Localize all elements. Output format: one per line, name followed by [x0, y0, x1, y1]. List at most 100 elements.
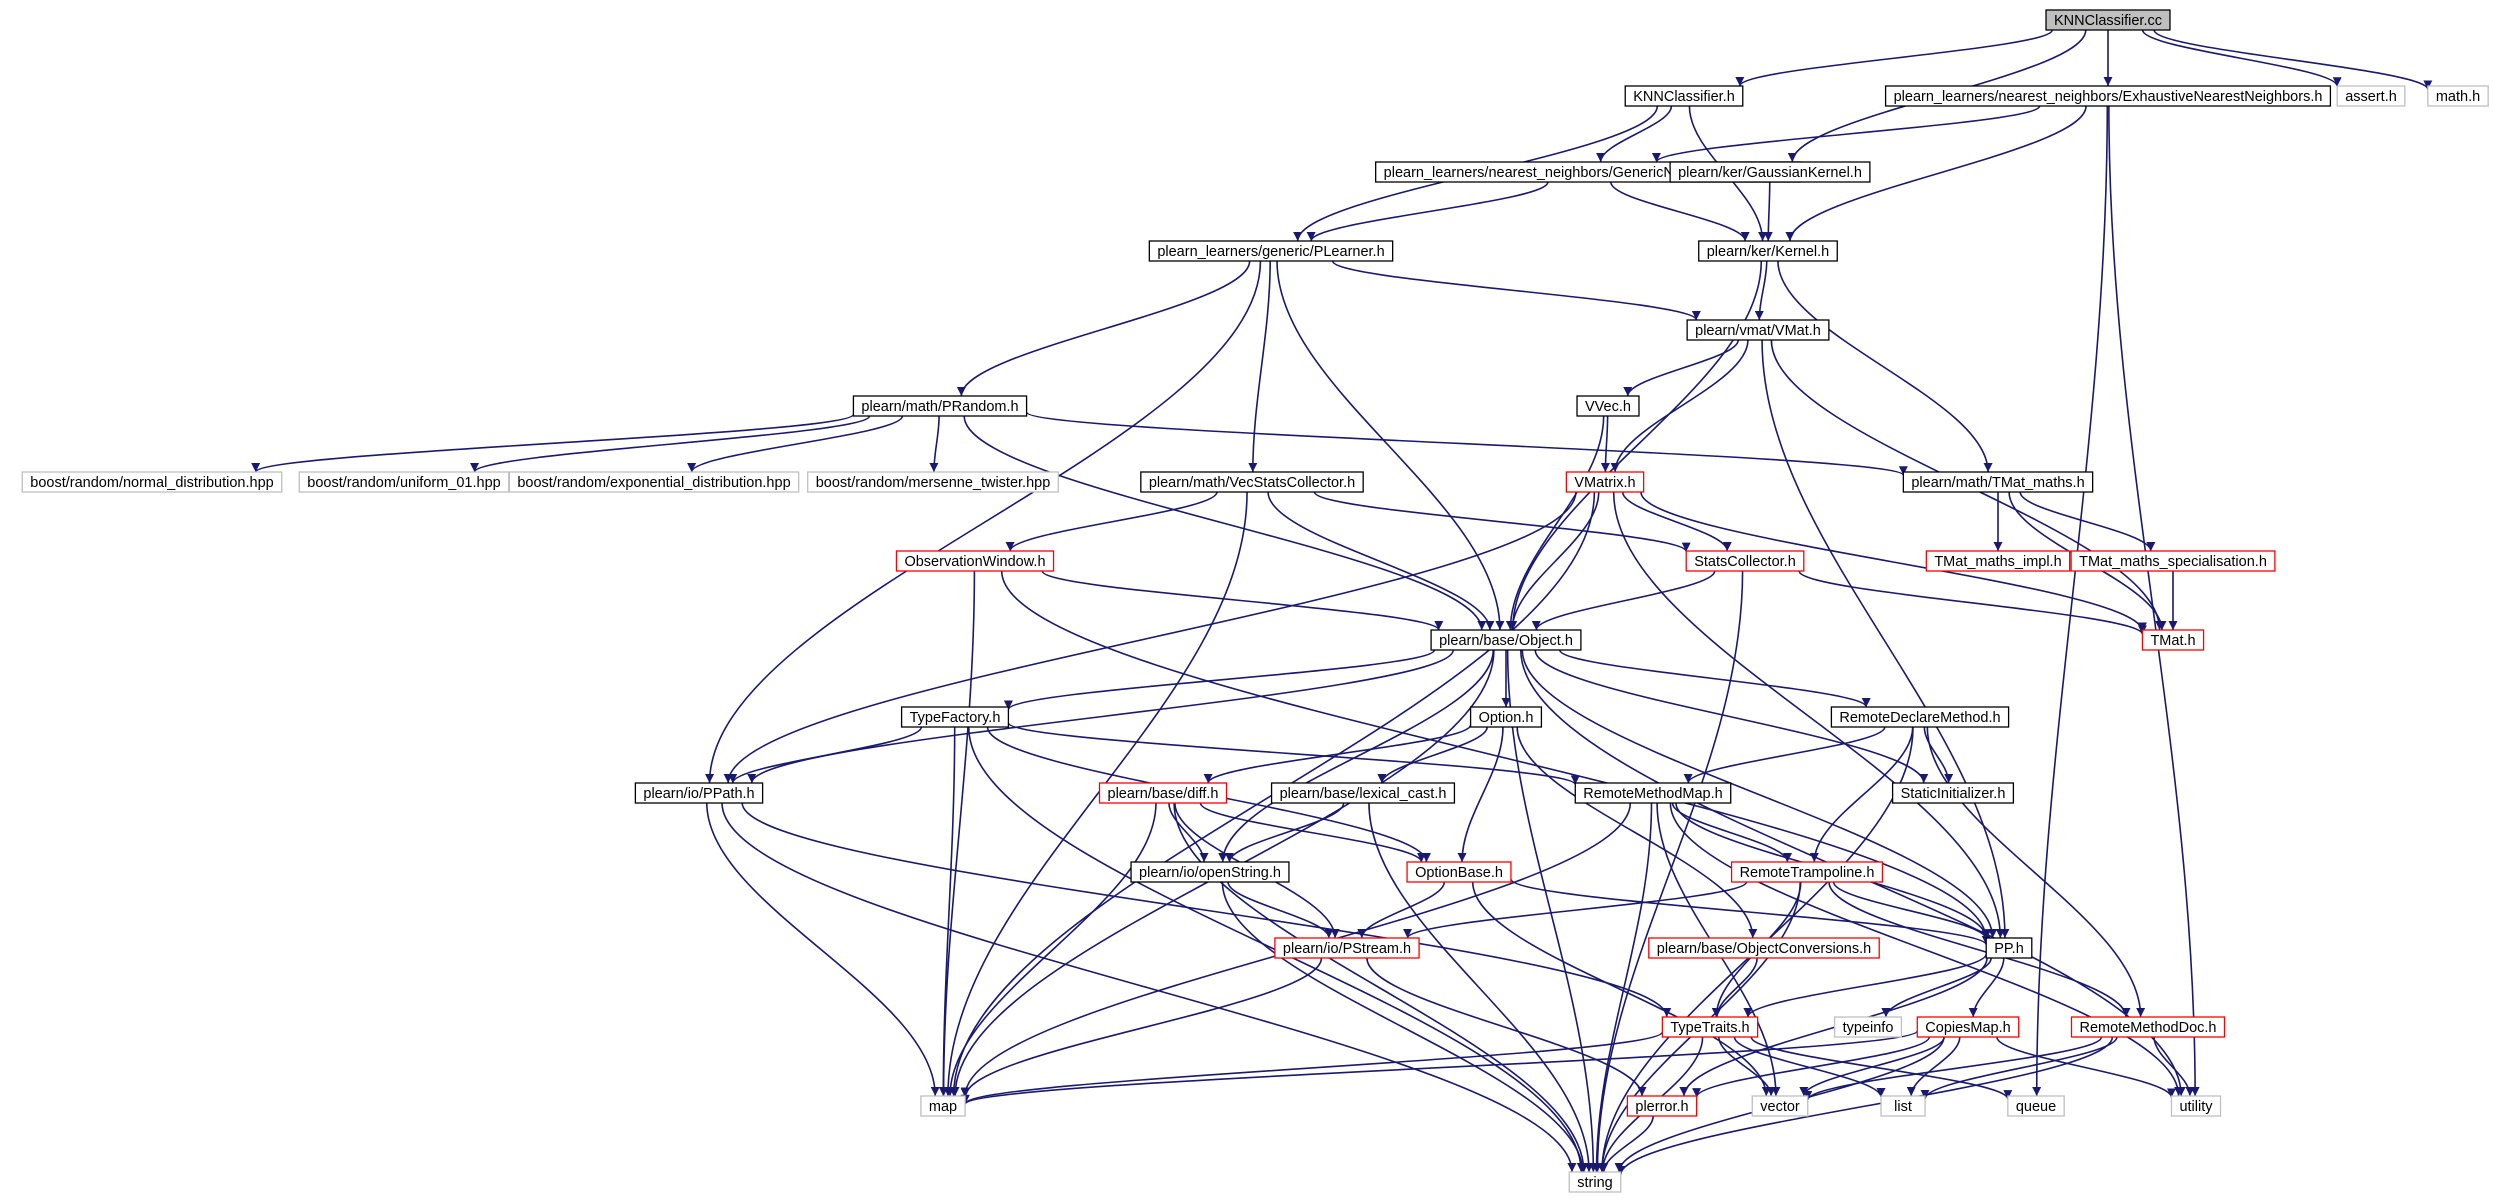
- node-box: [2141, 629, 2205, 651]
- node-pstream[interactable]: plearn/io/PStream.h: [1274, 937, 1420, 959]
- node-diff[interactable]: plearn/base/diff.h: [1098, 782, 1228, 804]
- node-ppath[interactable]: plearn/io/PPath.h: [634, 782, 764, 804]
- node-kernel[interactable]: plearn/ker/Kernel.h: [1698, 240, 1838, 262]
- node-label: queue: [2016, 1099, 2056, 1115]
- edge-object-to-ppath: [747, 649, 1455, 784]
- edge-prandom-to-object: [963, 415, 1487, 631]
- edge-optbase-to-pp: [1510, 878, 1991, 946]
- edge-vmatrix-to-tmat: [1640, 491, 2147, 632]
- node-label: TMat_maths_specialisation.h: [2079, 554, 2267, 570]
- node-label: CopiesMap.h: [1925, 1020, 2010, 1036]
- node-box: [1648, 937, 1880, 959]
- node-tmatmaths[interactable]: plearn/math/TMat_maths.h: [1902, 471, 2094, 493]
- node-box: [1661, 1016, 1759, 1038]
- node-label: ObservationWindow.h: [904, 554, 1045, 570]
- node-object[interactable]: plearn/base/Object.h: [1430, 629, 1582, 651]
- edge-prandom-to-tmatmaths: [1025, 411, 1908, 476]
- node-label: OptionBase.h: [1415, 865, 1503, 881]
- node-vvec[interactable]: VVec.h: [1576, 395, 1640, 417]
- node-lexcast[interactable]: plearn/base/lexical_cast.h: [1270, 782, 1456, 804]
- node-vector: vector: [1751, 1095, 1809, 1117]
- node-box: [1891, 782, 2015, 804]
- node-tmat[interactable]: TMat.h: [2141, 629, 2205, 651]
- node-exh[interactable]: plearn_learners/nearest_neighbors/Exhaus…: [1884, 85, 2332, 107]
- edge-remtramp-to-pstream: [1403, 881, 1748, 939]
- node-plearner[interactable]: plearn_learners/generic/PLearner.h: [1148, 240, 1394, 262]
- node-box: [1130, 861, 1290, 883]
- node-remtramp[interactable]: RemoteTrampoline.h: [1730, 861, 1884, 883]
- edge-exh-to-utility: [2108, 105, 2200, 1097]
- node-knn-h[interactable]: KNNClassifier.h: [1624, 85, 1744, 107]
- node-typetraits[interactable]: TypeTraits.h: [1661, 1016, 1759, 1038]
- node-objconv[interactable]: plearn/base/ObjectConversions.h: [1648, 937, 1880, 959]
- node-vecstats[interactable]: plearn/math/VecStatsCollector.h: [1140, 471, 1364, 493]
- node-label: TypeTraits.h: [1670, 1020, 1749, 1036]
- node-label: utility: [2179, 1099, 2213, 1115]
- edge-prandom-to-b-uniform: [470, 415, 871, 473]
- edge-ppath-to-string: [721, 802, 1577, 1173]
- node-label: plearn/vmat/VMat.h: [1695, 323, 1821, 339]
- edge-remdoc-to-vector: [1803, 1036, 2103, 1101]
- node-optbase[interactable]: OptionBase.h: [1406, 861, 1512, 883]
- node-prandom[interactable]: plearn/math/PRandom.h: [852, 395, 1028, 417]
- edge-remdecl-to-staticinit: [1923, 726, 1954, 784]
- node-obswin[interactable]: ObservationWindow.h: [895, 550, 1055, 572]
- edge-knn-cc-to-knn-h: [1735, 29, 2054, 87]
- node-vmat[interactable]: plearn/vmat/VMat.h: [1686, 319, 1830, 341]
- node-label: plearn/base/Object.h: [1439, 633, 1573, 649]
- node-remmap[interactable]: RemoteMethodMap.h: [1574, 782, 1732, 804]
- edge-optbase-to-vector: [1471, 881, 1771, 1097]
- node-label: plerror.h: [1635, 1099, 1688, 1115]
- node-tm-spec[interactable]: TMat_maths_specialisation.h: [2070, 550, 2276, 572]
- node-vmatrix[interactable]: VMatrix.h: [1565, 471, 1645, 493]
- node-label: boost/random/normal_distribution.hpp: [30, 475, 273, 491]
- edge-exh-to-gen-nn: [1652, 105, 2041, 163]
- node-plerror[interactable]: plerror.h: [1626, 1095, 1698, 1117]
- node-box: [1430, 629, 1582, 651]
- node-typefac[interactable]: TypeFactory.h: [900, 706, 1010, 728]
- node-tm-impl[interactable]: TMat_maths_impl.h: [1925, 550, 2071, 572]
- node-label: plearn_learners/nearest_neighbors/Exhaus…: [1894, 89, 2323, 105]
- edge-objconv-to-typetraits: [1712, 957, 1758, 1018]
- node-box: [1140, 471, 1364, 493]
- node-b-exp: boost/random/exponential_distribution.hp…: [508, 471, 800, 493]
- node-box: [1686, 319, 1830, 341]
- edge-typefac-to-map: [938, 726, 956, 1097]
- node-box: [1730, 861, 1884, 883]
- edge-vmat-to-pp: [1761, 339, 2010, 939]
- node-staticinit[interactable]: StaticInitializer.h: [1891, 782, 2015, 804]
- dependency-edges: [251, 29, 2433, 1175]
- node-remdoc[interactable]: RemoteMethodDoc.h: [2070, 1016, 2226, 1038]
- edge-option-to-objconv: [1516, 726, 1758, 939]
- node-option[interactable]: Option.h: [1469, 706, 1543, 728]
- node-statscol[interactable]: StatsCollector.h: [1685, 550, 1805, 572]
- node-openstr[interactable]: plearn/io/openString.h: [1130, 861, 1290, 883]
- edge-tmatmaths-to-tm-spec: [2019, 491, 2156, 552]
- node-knn-cc[interactable]: KNNClassifier.cc: [2045, 9, 2171, 31]
- node-box: [1902, 471, 2094, 493]
- edge-copiesmap-to-list: [1906, 1036, 1961, 1097]
- node-label: boost/random/uniform_01.hpp: [307, 475, 500, 491]
- node-gauss[interactable]: plearn/ker/GaussianKernel.h: [1669, 161, 1871, 183]
- node-box: [1565, 471, 1645, 493]
- node-box: [852, 395, 1028, 417]
- node-copiesmap[interactable]: CopiesMap.h: [1916, 1016, 2020, 1038]
- node-box: [1274, 937, 1420, 959]
- node-pp[interactable]: PP.h: [1985, 937, 2033, 959]
- edge-knn-h-to-gen-nn: [1596, 105, 1673, 163]
- edge-kernel-to-vmat: [1754, 260, 1768, 321]
- edge-object-to-remdecl: [1558, 649, 1871, 708]
- edge-plearner-to-object: [1276, 260, 1505, 631]
- edge-typetraits-to-list: [1733, 1036, 1886, 1098]
- node-label: VVec.h: [1585, 399, 1631, 415]
- node-label: plearn/io/openString.h: [1139, 865, 1281, 881]
- node-box: [900, 706, 1010, 728]
- node-box: [1698, 240, 1838, 262]
- node-remdecl[interactable]: RemoteDeclareMethod.h: [1830, 706, 2010, 728]
- edge-vmatrix-to-ppath: [723, 491, 1577, 784]
- node-box: [2336, 85, 2406, 107]
- node-string: string: [1568, 1171, 1622, 1193]
- edge-typetraits-to-vector: [1718, 1036, 1776, 1097]
- node-box: [2007, 1095, 2065, 1117]
